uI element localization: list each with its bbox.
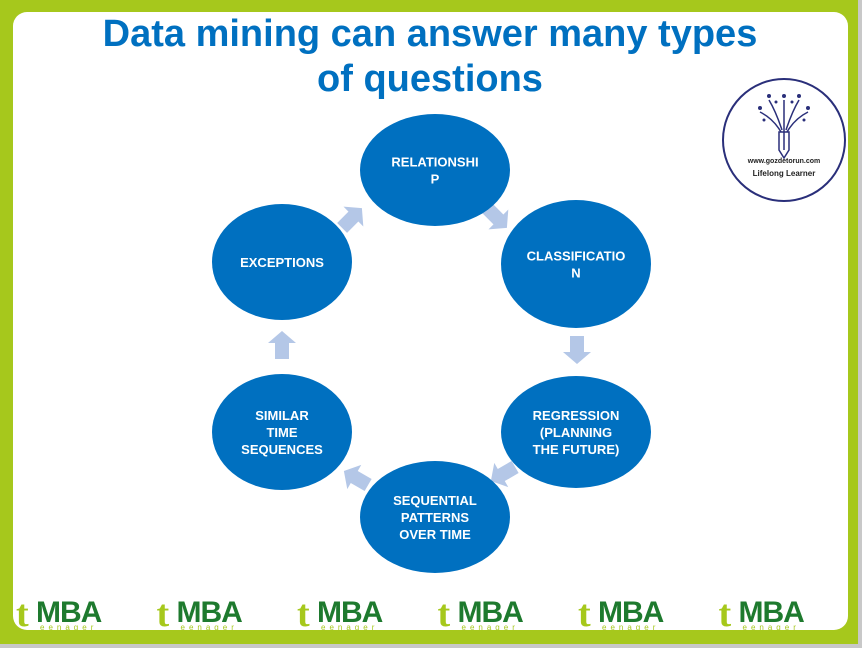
node-label: SEQUENTIAL — [393, 493, 477, 508]
brand-prefix: t — [16, 593, 29, 635]
node-ellipse — [501, 200, 651, 328]
node-ellipse — [360, 461, 510, 573]
logo: www.gozdetorun.com Lifelong Learner — [722, 78, 846, 202]
cycle-arrow-icon — [490, 460, 519, 488]
brand-main: MBA — [176, 596, 243, 629]
cycle-arrow-icon — [563, 336, 591, 364]
title-line-2: of questions — [317, 58, 543, 100]
cycle-arrow-icon — [343, 464, 372, 492]
node-label: N — [571, 266, 580, 281]
node-label: CLASSIFICATIO — [527, 249, 626, 264]
node-ellipse — [360, 114, 510, 226]
brand-main: MBA — [457, 596, 524, 629]
pencil-tree-icon — [758, 94, 810, 160]
cycle-arrow-icon — [337, 206, 364, 233]
brand-sub: eenager — [602, 623, 660, 632]
brand-sub: eenager — [742, 623, 800, 632]
brand-prefix: t — [156, 593, 170, 635]
brand-sub: eenager — [321, 623, 379, 632]
cycle-node: REGRESSION (PLANNING THE FUTURE) — [501, 376, 651, 488]
node-label: RELATIONSHI — [391, 155, 478, 170]
brand-prefix: t — [578, 593, 591, 635]
cycle-node: RELATIONSHI P — [360, 114, 510, 226]
cycle-node: EXCEPTIONS — [212, 204, 352, 320]
brand-main: MBA — [738, 596, 805, 629]
brand-sub: eenager — [461, 623, 519, 632]
node-label: REGRESSION — [533, 408, 620, 423]
node-label: THE FUTURE) — [533, 442, 620, 457]
node-ellipse — [501, 376, 651, 488]
brand-prefix: t — [437, 593, 451, 635]
brand-main: MBA — [36, 596, 102, 629]
brand-sub: eenager — [180, 623, 238, 632]
brand-main: MBA — [598, 596, 664, 629]
cycle-node: CLASSIFICATIO N — [501, 200, 651, 328]
brand-prefix: t — [297, 593, 310, 635]
cycle-node: SIMILAR TIME SEQUENCES — [212, 374, 352, 490]
brand-main: MBA — [317, 596, 383, 629]
node-ellipse — [212, 374, 352, 490]
slide-title: Data mining can answer many types of que… — [40, 12, 820, 102]
node-label: EXCEPTIONS — [240, 255, 324, 270]
node-label: SEQUENCES — [241, 442, 323, 457]
title-line-1: Data mining can answer many types — [102, 13, 758, 55]
brand-prefix: t — [718, 593, 732, 635]
cycle-arrow-icon — [268, 331, 296, 359]
logo-url: www.gozdetorun.com — [747, 158, 821, 165]
node-label: SIMILAR — [255, 408, 309, 423]
logo-tagline: Lifelong Learner — [752, 169, 816, 178]
cycle-node: SEQUENTIAL PATTERNS OVER TIME — [360, 461, 510, 573]
node-ellipse — [212, 204, 352, 320]
node-label: TIME — [266, 425, 297, 440]
node-label: P — [431, 172, 440, 187]
brand-sub: eenager — [40, 623, 98, 632]
node-label: (PLANNING — [540, 425, 612, 440]
node-label: OVER TIME — [399, 527, 471, 542]
node-label: PATTERNS — [401, 510, 469, 525]
cycle-arrow-icon — [482, 203, 509, 230]
